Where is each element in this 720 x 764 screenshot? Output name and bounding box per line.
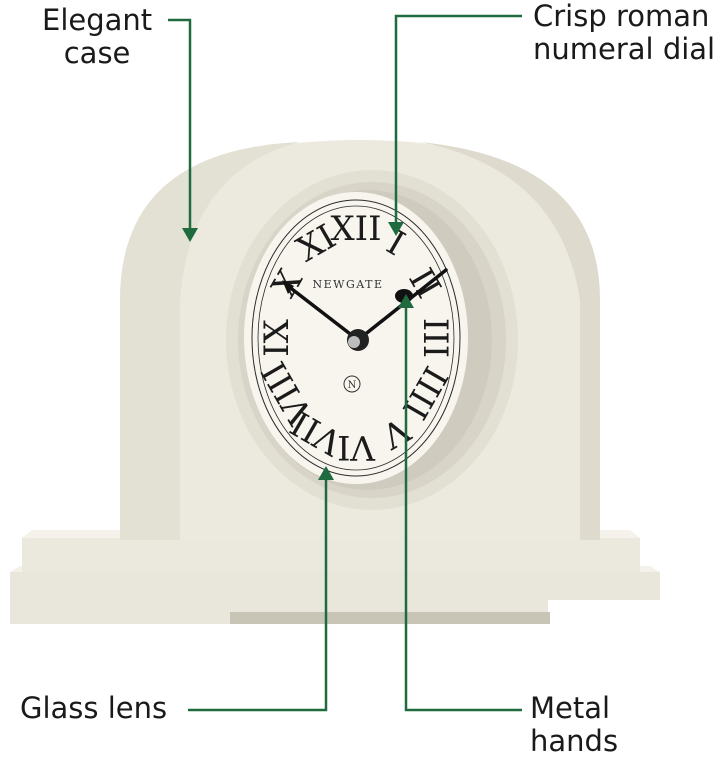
arrow-lens	[188, 480, 328, 712]
callout-roman-dial: Crisp roman numeral dial	[533, 0, 716, 66]
arrow-hands	[404, 308, 522, 712]
callout-elegant-case: Elegant case	[42, 3, 153, 70]
numeral-xii: XII	[330, 209, 381, 249]
dial-logo	[343, 375, 361, 393]
numeral-iii: III	[415, 318, 455, 358]
numeral-vi: VI	[337, 427, 376, 467]
callout-glass-lens: Glass lens	[20, 691, 168, 725]
arrow-case	[168, 18, 192, 228]
arrow-dial	[394, 14, 522, 222]
dial-logo-text: N	[348, 380, 357, 391]
clock-base	[10, 530, 660, 624]
callout-arrows	[168, 14, 522, 712]
dial-brand-text: NEWGATE	[313, 278, 384, 291]
callout-metal-hands: Metal hands	[530, 691, 619, 758]
numeral-ix: IX	[257, 318, 297, 356]
arrow-heads	[182, 222, 414, 480]
